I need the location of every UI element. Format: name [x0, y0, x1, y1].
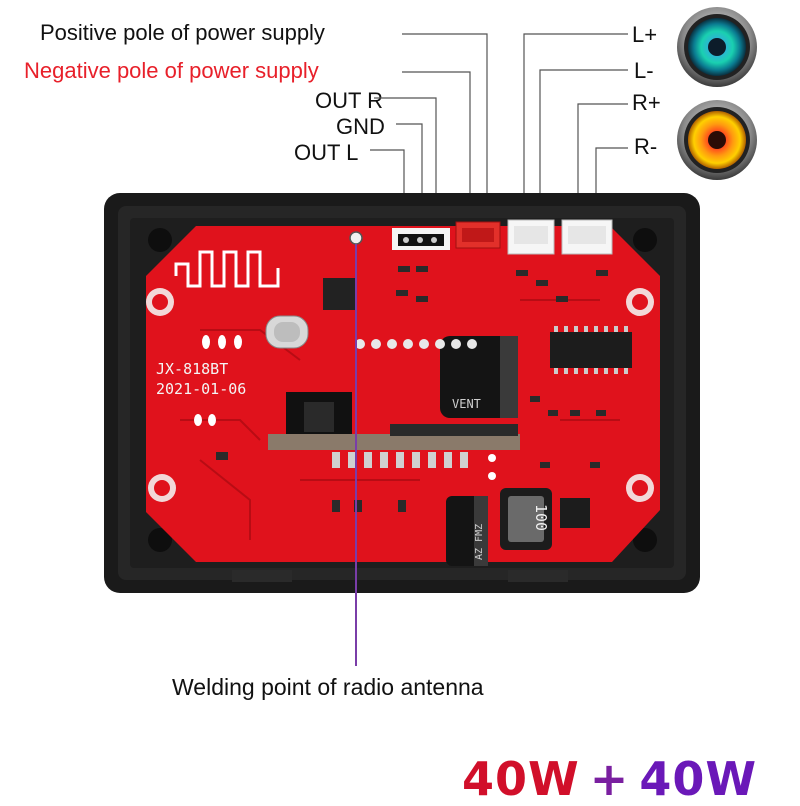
- display-strip: [268, 424, 520, 468]
- l-plus-label: L+: [632, 22, 658, 47]
- board-model-text: JX-818BT: [156, 360, 228, 378]
- power-plus: +: [589, 752, 630, 806]
- amp-chip: [550, 326, 632, 374]
- out-r-label: OUT R: [315, 88, 384, 113]
- bluetooth-chip: [323, 278, 357, 310]
- r-minus-label: R-: [634, 134, 658, 159]
- negative-pole-label: Negative pole of power supply: [24, 58, 319, 83]
- right-speaker-connector: [561, 219, 613, 255]
- pin-header: [355, 339, 477, 349]
- bluetooth-antenna-icon: [174, 250, 280, 288]
- capacitor-text: VENT: [452, 397, 481, 411]
- out-l-label: OUT L: [294, 140, 359, 165]
- board-date-text: 2021-01-06: [156, 380, 246, 398]
- left-speaker-connector: [507, 219, 555, 255]
- l-minus-label: L-: [634, 58, 654, 83]
- pcb-board: [146, 226, 660, 562]
- capacitor: VENT: [440, 336, 518, 418]
- speaker-right-icon: [677, 100, 757, 180]
- power-right: 40W: [639, 752, 758, 806]
- out-connector: [392, 228, 450, 250]
- gnd-label: GND: [336, 114, 385, 139]
- antenna-label: Welding point of radio antenna: [172, 674, 484, 700]
- test-pads: [194, 335, 496, 480]
- antenna-welding-point: [349, 231, 363, 666]
- power-rating: 40W+40W: [462, 752, 757, 806]
- power-left: 40W: [462, 752, 580, 806]
- r-plus-label: R+: [632, 90, 661, 115]
- inductor-text: 100: [532, 504, 550, 531]
- smd-components: [216, 266, 608, 512]
- crystal: [265, 315, 309, 349]
- small-capacitor: AZ FMZ: [446, 496, 488, 566]
- inductor: 100: [500, 488, 552, 550]
- small-chip: [560, 498, 590, 528]
- positive-pole-label: Positive pole of power supply: [40, 20, 325, 45]
- power-connector: [455, 221, 501, 249]
- small-capacitor-text: AZ FMZ: [474, 524, 485, 560]
- speaker-left-icon: [677, 7, 757, 87]
